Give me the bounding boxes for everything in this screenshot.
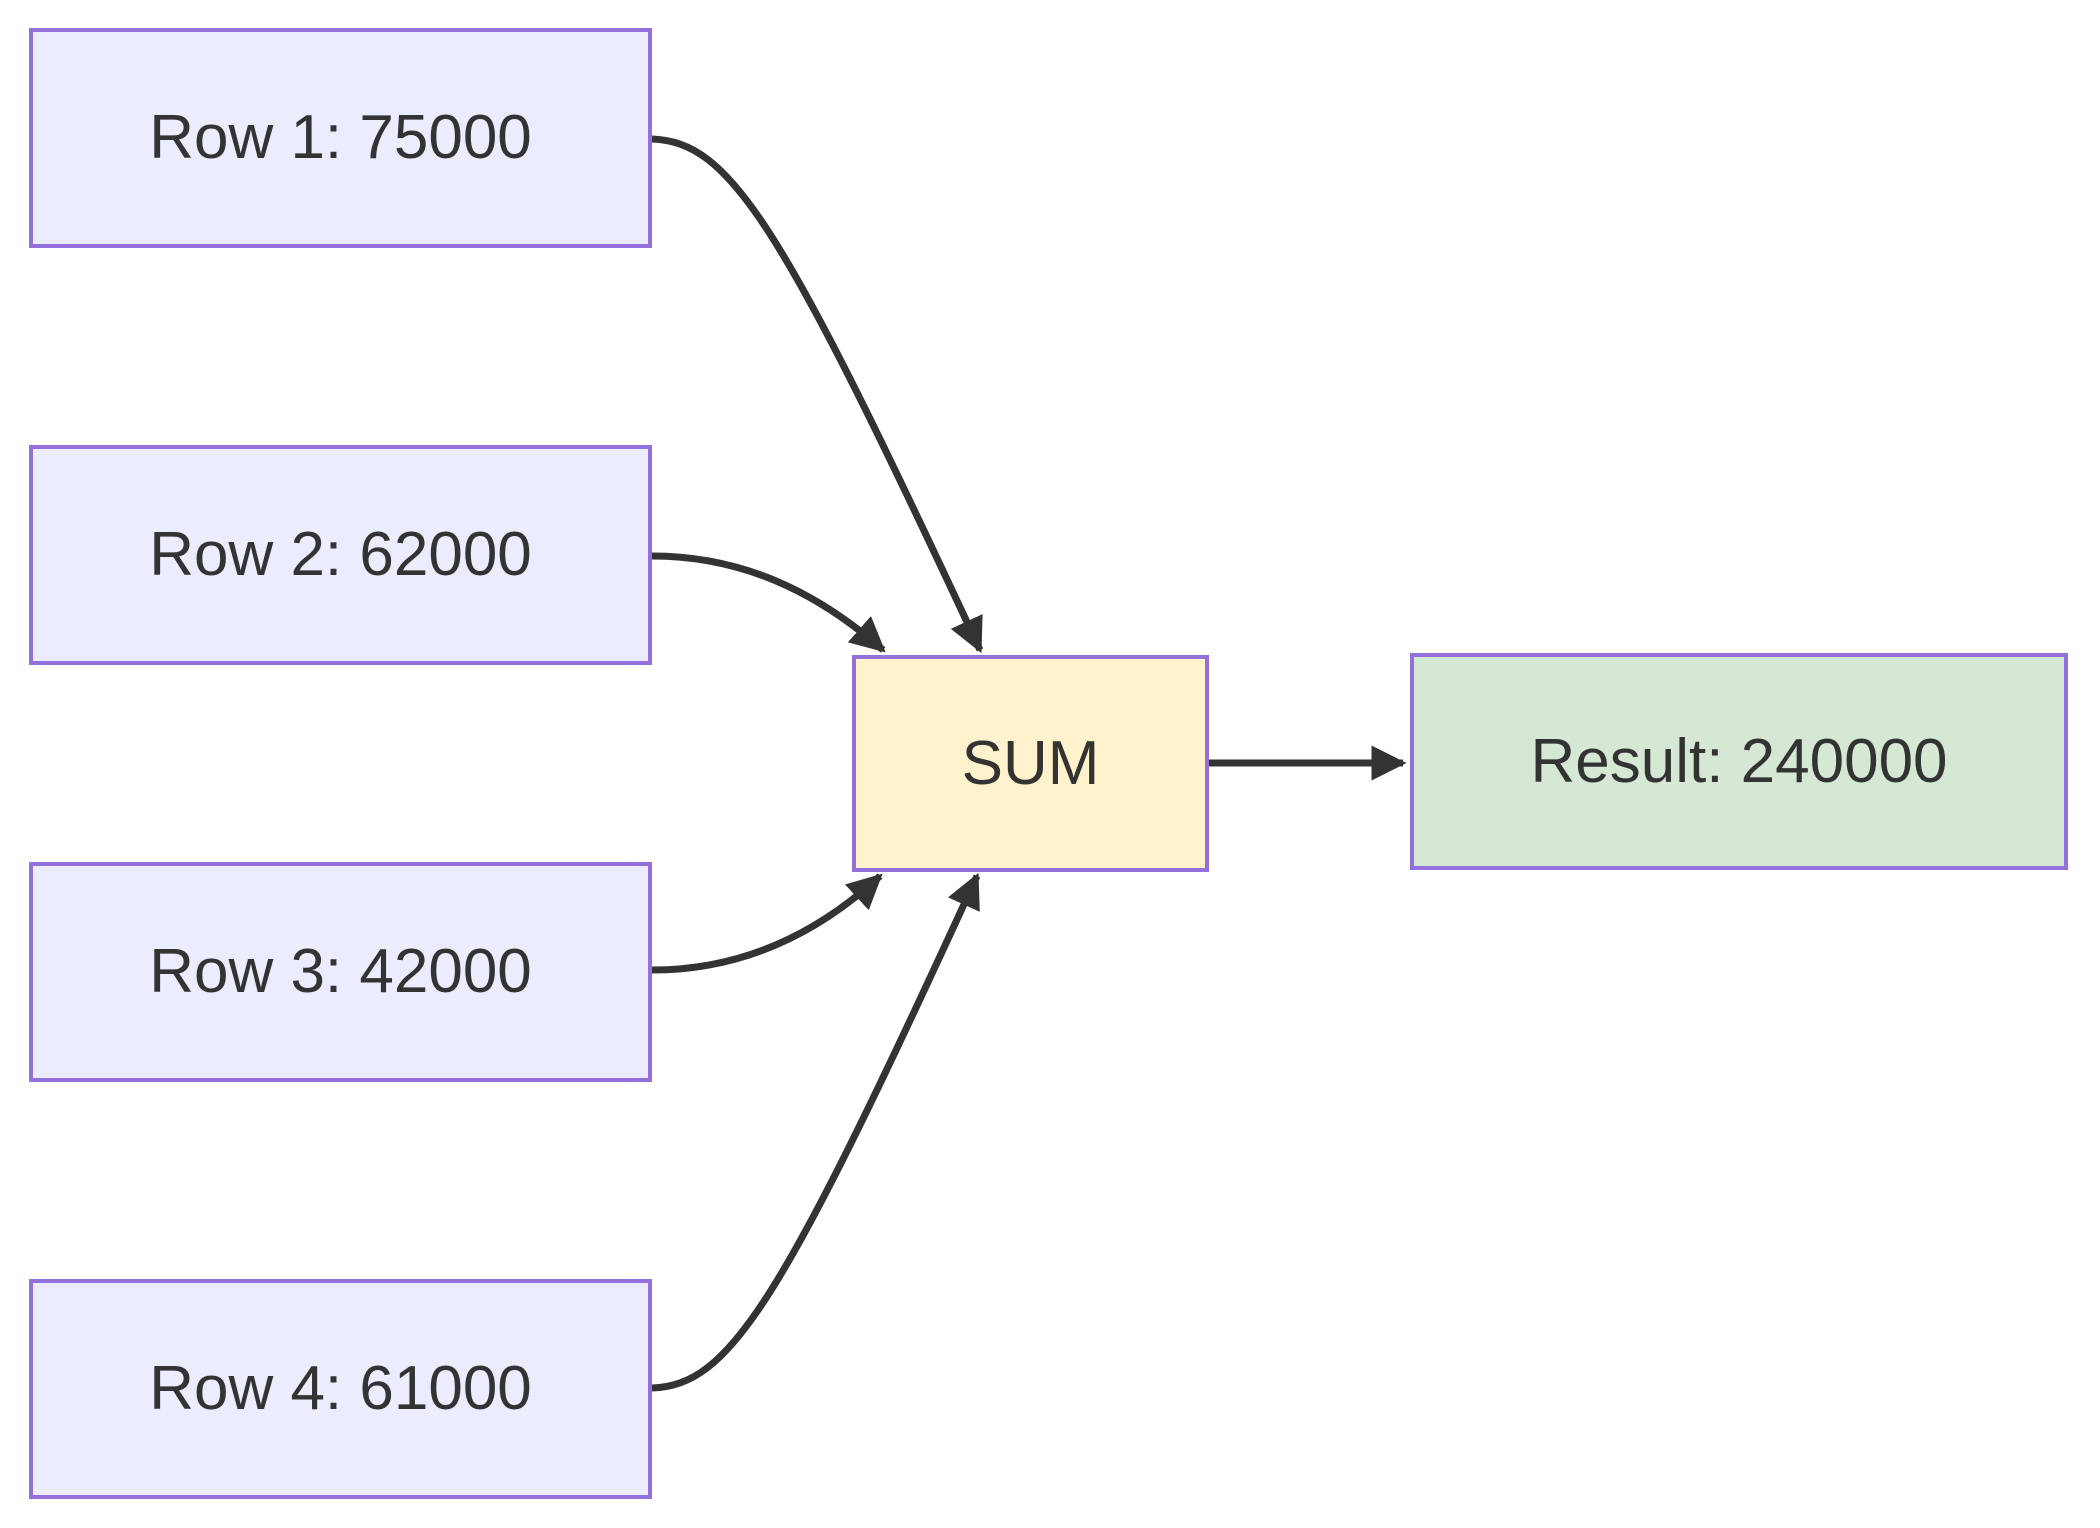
node-result: Result: 240000: [1410, 653, 2068, 870]
node-row-3: Row 3: 42000: [29, 862, 652, 1082]
node-row-1: Row 1: 75000: [29, 28, 652, 248]
edge-row1-to-sum: [651, 135, 984, 654]
edge-row4-to-sum: [651, 872, 981, 1392]
edge-row2-to-sum: [651, 552, 886, 653]
node-row-4-label: Row 4: 61000: [149, 1354, 532, 1424]
node-row-1-label: Row 1: 75000: [149, 103, 532, 173]
node-row-4: Row 4: 61000: [29, 1279, 652, 1499]
edge-row3-to-sum: [651, 873, 883, 974]
node-row-2: Row 2: 62000: [29, 445, 652, 665]
node-result-label: Result: 240000: [1530, 726, 1948, 796]
node-row-2-label: Row 2: 62000: [149, 520, 532, 590]
node-sum-label: SUM: [961, 728, 1100, 798]
node-sum: SUM: [852, 655, 1209, 872]
node-row-3-label: Row 3: 42000: [149, 937, 532, 1007]
